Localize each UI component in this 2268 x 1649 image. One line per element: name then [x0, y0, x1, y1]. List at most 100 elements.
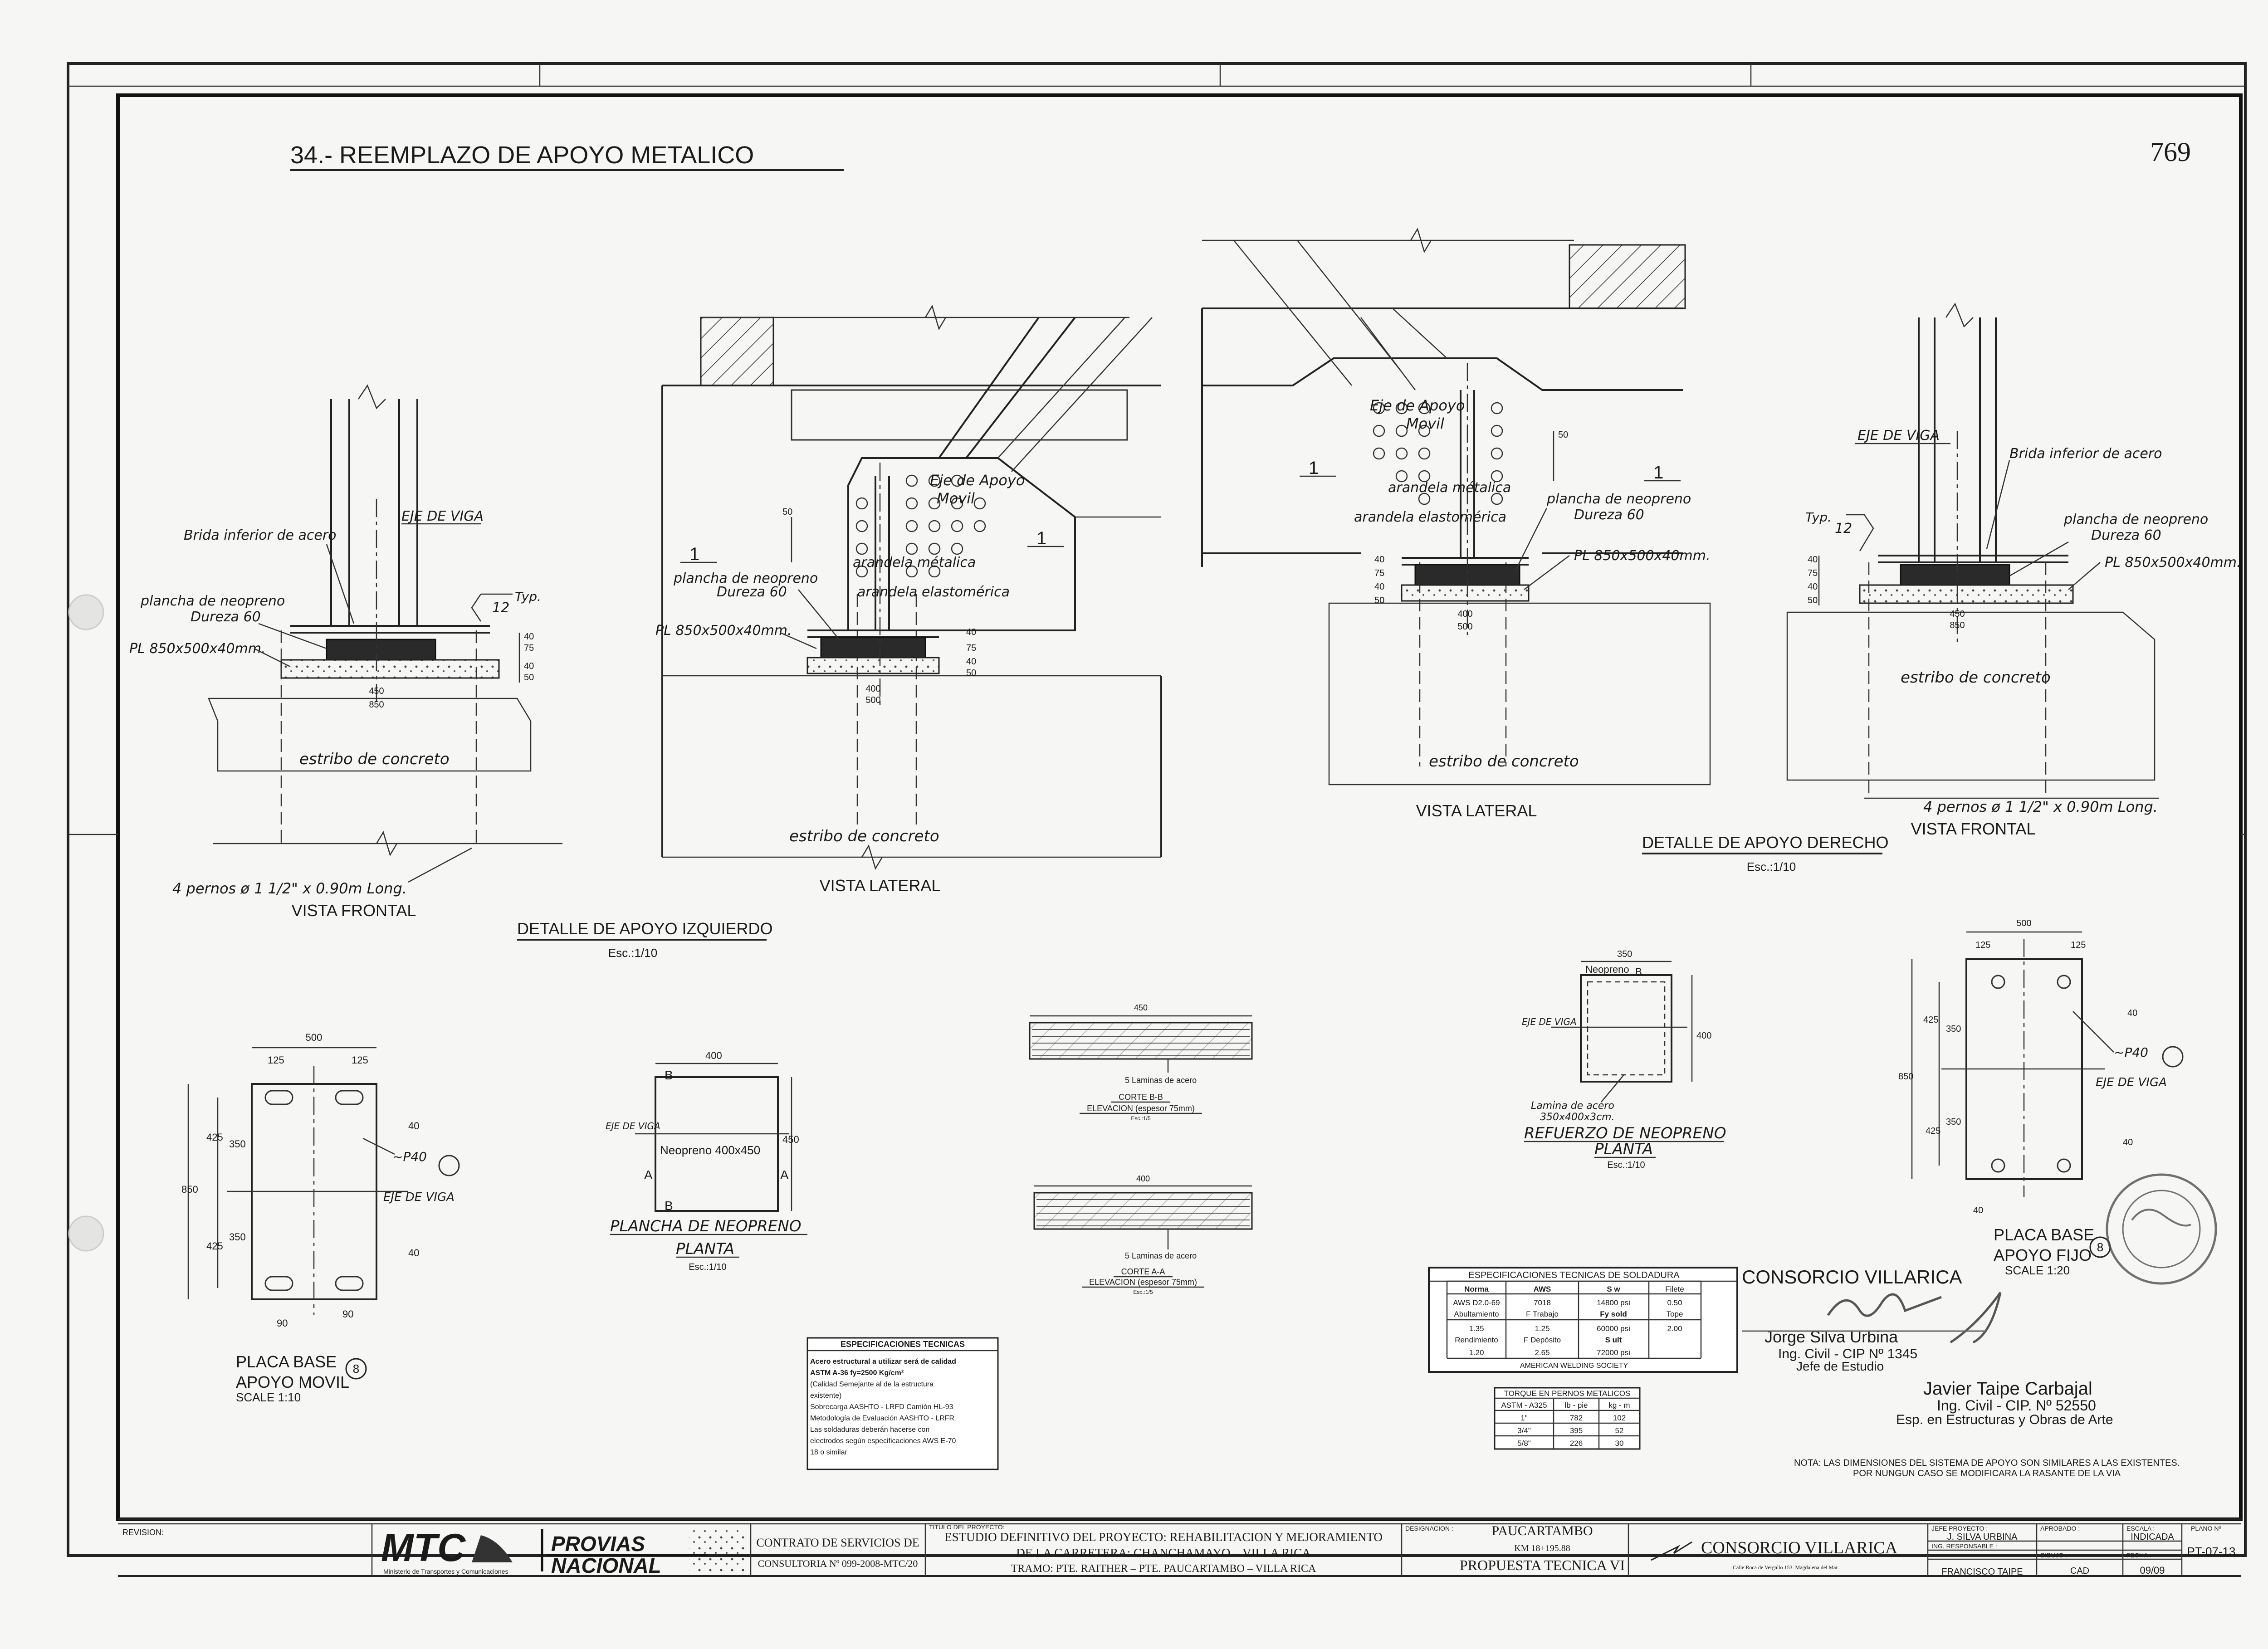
tb-plano: PT-07-13	[2187, 1545, 2236, 1558]
placa-base-fijo: 500 125 125 425 350 850 350 425 40 40 40…	[1898, 918, 2184, 1277]
dim-425: 425	[206, 1132, 223, 1143]
weld-cell: Fy sold	[1600, 1310, 1627, 1318]
view-title-lateral: VISTA LATERAL	[1416, 801, 1537, 820]
spec-line: existente)	[810, 1392, 841, 1400]
note-line-1: NOTA: LAS DIMENSIONES DEL SISTEMA DE APO…	[1794, 1458, 2180, 1468]
label-arandela-elastomerica: arandela elastomérica	[1354, 509, 1506, 525]
section-b: B	[665, 1199, 673, 1213]
dim-50: 50	[524, 673, 534, 683]
torque-cell: 226	[1570, 1439, 1583, 1448]
dim-425: 425	[1926, 1126, 1941, 1136]
section-b: B	[665, 1068, 673, 1082]
spec-line: electrodos según especificaciones AWS E-…	[810, 1437, 956, 1445]
tb-proyecto-3: TRAMO: PTE. RAITHER – PTE. PAUCARTAMBO –…	[1011, 1563, 1316, 1575]
label-eje-de-viga: EJE DE VIGA	[2096, 1076, 2167, 1089]
placa-base-movil: 500 125 125 425 350 850 350 425 40 40 90…	[181, 1032, 460, 1404]
tb-resp-label: ING. RESPONSABLE :	[1931, 1542, 1997, 1550]
dim-40b: 40	[966, 657, 976, 667]
refuerzo-title-1: REFUERZO DE NEOPRENO	[1524, 1124, 1726, 1142]
torque-cell: kg - m	[1608, 1401, 1630, 1410]
label-eje-de-viga: EJE DE VIGA	[1857, 428, 1940, 444]
dim-850: 850	[1898, 1072, 1913, 1082]
dim-125: 125	[268, 1054, 284, 1066]
label-estribo: estribo de concreto	[1901, 668, 2051, 687]
tb-proyecto-1: ESTUDIO DEFINITIVO DEL PROYECTO: REHABIL…	[944, 1530, 1383, 1544]
weld-cell: 2.00	[1667, 1324, 1682, 1333]
mtc-logo: MTC	[381, 1526, 466, 1570]
label-arandela-metalica: arandela métalica	[853, 555, 976, 571]
dim-500: 500	[865, 695, 880, 705]
mtc-emblem-icon	[472, 1535, 513, 1562]
plancha-title-2: PLANTA	[676, 1240, 734, 1258]
tb-designacion-3: PROPUESTA TECNICA VI	[1460, 1557, 1625, 1573]
torque-cell: ASTM - A325	[1501, 1401, 1547, 1410]
weld-size: 12	[1835, 521, 1852, 537]
weld-cell: AWS	[1534, 1285, 1551, 1293]
dim-400: 400	[1136, 1174, 1150, 1183]
provias-pattern	[689, 1529, 746, 1572]
weld-cell: 7018	[1534, 1298, 1551, 1307]
label-laminas: 5 Laminas de acero	[1125, 1251, 1197, 1260]
spec-line: ASTM A-36 fy=2500 Kg/cm²	[810, 1369, 904, 1377]
label-neoprene: Neopreno	[1585, 964, 1629, 975]
tb-fecha-label: FECHA :	[2126, 1551, 2151, 1559]
dim-450: 450	[369, 686, 384, 696]
view-title-lateral: VISTA LATERAL	[820, 876, 941, 895]
detail-badge: 8	[2097, 1240, 2103, 1254]
label-neoprene-1: plancha de neopreno	[140, 593, 285, 609]
tb-consorcio: CONSORCIO VILLARICA	[1701, 1538, 1898, 1557]
dim-50: 50	[1808, 595, 1818, 605]
right-lateral-view: Eje de Apoyo Movil arandela métalica ara…	[1201, 227, 1711, 820]
tb-resp: FRANCISCO TAIPE	[1941, 1567, 2023, 1577]
label-eje-apoyo: Eje de Apoyo	[930, 472, 1025, 489]
dim-450: 450	[1134, 1003, 1148, 1012]
corte-bb-scale: Esc.:1/5	[1131, 1115, 1151, 1122]
dim-50: 50	[1558, 430, 1568, 440]
dim-75: 75	[524, 643, 534, 653]
weld-cell: 1.20	[1469, 1348, 1484, 1357]
label-lamina: Lamina de acero	[1531, 1100, 1614, 1112]
label-movil: Movil	[937, 490, 975, 507]
label-typ: Typ.	[515, 589, 541, 604]
specs-box: ESPECIFICACIONES TECNICAS Acero estructu…	[807, 1337, 999, 1470]
label-eje-de-viga: EJE DE VIGA	[383, 1190, 455, 1204]
torque-table: TORQUE EN PERNOS METALICOS ASTM - A325 l…	[1494, 1387, 1641, 1450]
placa-movil-title-2: APOYO MOVIL	[236, 1373, 349, 1391]
dim-40: 40	[966, 627, 976, 637]
dim-400: 400	[1457, 609, 1472, 619]
label-neoprene-1: plancha de neopreno	[2063, 512, 2208, 527]
spec-line: Sobrecarga AASHTO - LRFD Camión HL-93	[810, 1403, 953, 1411]
specs-title: ESPECIFICACIONES TECNICAS	[841, 1340, 965, 1349]
weld-cell: Filete	[1665, 1285, 1684, 1293]
label-neoprene-2: Dureza 60	[2091, 527, 2161, 543]
tb-proyecto-2: DE LA CARRETERA: CHANCHAMAYO – VILLA RIC…	[1016, 1546, 1311, 1560]
tb-escala-label: ESCALA :	[2126, 1525, 2155, 1532]
torque-cell: 30	[1615, 1439, 1624, 1448]
label-estribo: estribo de concreto	[789, 827, 939, 845]
weld-cell: S ult	[1605, 1336, 1622, 1344]
dim-850: 850	[369, 700, 384, 710]
label-typ: Typ.	[1805, 510, 1832, 525]
placa-fijo-scale: SCALE 1:20	[2005, 1264, 2070, 1277]
left-frontal-view: EJE DE VIGA Brida inferior de acero plan…	[129, 384, 562, 920]
signatures: CONSORCIO VILLARICA Jorge Silva Urbina I…	[1742, 1266, 2113, 1427]
dim-500: 500	[306, 1032, 323, 1043]
tb-designacion-label: DESIGNACION :	[1405, 1525, 1453, 1532]
label-neoprene-2: Dureza 60	[1574, 507, 1644, 523]
dim-40: 40	[524, 632, 534, 642]
placa-movil-scale: SCALE 1:10	[236, 1390, 301, 1404]
spec-line: Acero estructural a utilizar será de cal…	[810, 1358, 956, 1366]
weld-cell: 60000 psi	[1597, 1324, 1630, 1333]
approval-stamp	[2106, 1173, 2217, 1285]
provias-logo-line-2: NACIONAL	[551, 1554, 661, 1577]
dim-50b: 50	[966, 668, 976, 678]
tb-dibujo-label: DIBUJO :	[2040, 1551, 2067, 1559]
tb-revision: REVISION:	[122, 1528, 164, 1537]
dim-40: 40	[408, 1120, 419, 1132]
note-line-2: POR NUNGUN CASO SE MODIFICARA LA RASANTE…	[1853, 1468, 2121, 1478]
section-a: A	[644, 1168, 653, 1182]
dim-400: 400	[865, 684, 880, 694]
spec-line: (Calidad Semejante al de la estructura	[810, 1381, 934, 1388]
weld-table-footer: AMERICAN WELDING SOCIETY	[1520, 1362, 1628, 1370]
